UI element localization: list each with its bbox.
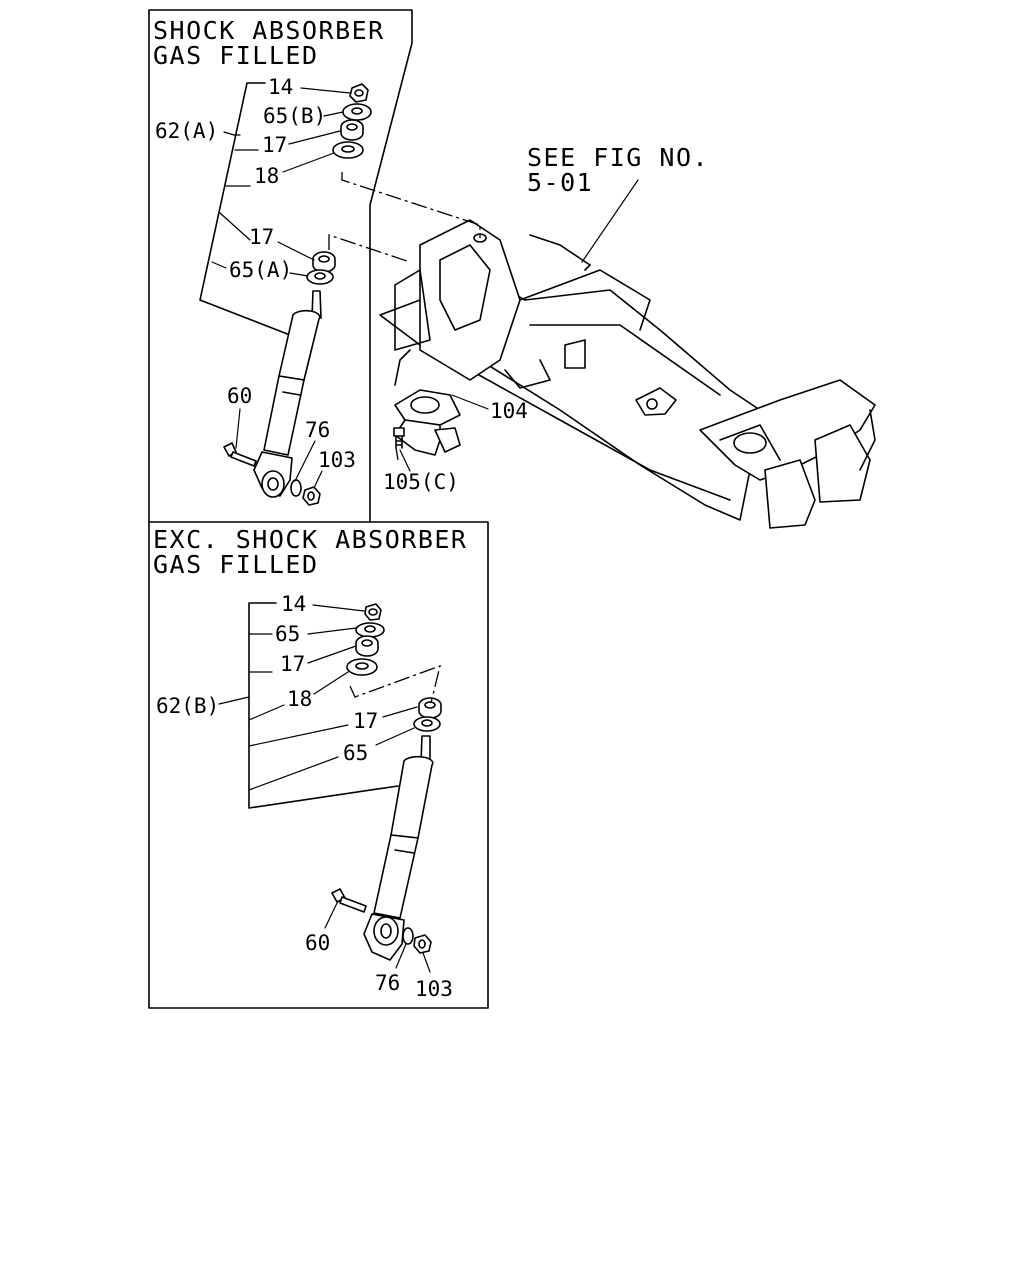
- label-gas-17-upper: 17: [262, 133, 287, 157]
- label-gas-60: 60: [227, 384, 252, 408]
- label-exc-65-lower: 65: [343, 741, 368, 765]
- label-gas-14: 14: [268, 75, 293, 99]
- panel-gas-filled-border: [148, 9, 413, 523]
- label-gas-18: 18: [254, 164, 279, 188]
- label-frame-105c: 105(C): [383, 470, 459, 494]
- reference-note-line1: SEE FIG NO.: [527, 143, 709, 172]
- gas-washer-76-icon: [290, 479, 302, 497]
- label-gas-65b: 65(B): [263, 104, 326, 128]
- panel-gas-title-line2: GAS FILLED: [153, 41, 319, 70]
- exc-washer-65-lower-icon: [413, 716, 441, 732]
- label-exc-14: 14: [281, 592, 306, 616]
- vehicle-frame-illustration: [328, 172, 876, 529]
- leader-104: [451, 394, 489, 410]
- exc-bolt-60-icon: [331, 888, 367, 913]
- reference-leader: [581, 179, 639, 263]
- exc-nut-103-icon: [413, 934, 432, 954]
- exc-nut-14-icon: [364, 603, 382, 621]
- label-gas-62a: 62(A): [155, 119, 218, 143]
- label-exc-17-upper: 17: [280, 652, 305, 676]
- gas-bushing-17-lower-icon: [312, 251, 336, 273]
- gas-bushing-17-upper-icon: [340, 119, 364, 141]
- label-exc-17-lower: 17: [353, 709, 378, 733]
- label-exc-62b: 62(B): [156, 694, 219, 718]
- gas-retainer-18-icon: [332, 141, 364, 159]
- label-gas-17-lower: 17: [249, 225, 274, 249]
- label-exc-76: 76: [375, 971, 400, 995]
- label-exc-60: 60: [305, 931, 330, 955]
- gas-shock-assembly: [199, 82, 372, 506]
- exc-retainer-18-icon: [346, 658, 378, 676]
- gas-nut-103-icon: [302, 486, 321, 506]
- gas-nut-14-icon: [349, 83, 369, 103]
- exc-shock-assembly: [218, 602, 442, 973]
- exc-washer-65-upper-icon: [355, 622, 385, 638]
- label-exc-18: 18: [287, 687, 312, 711]
- exc-shock-absorber-icon: [363, 735, 434, 961]
- panel-exc-title-line1: EXC. SHOCK ABSORBER: [153, 525, 467, 554]
- panel-exc-gas-filled-border: [148, 521, 489, 1009]
- label-frame-104: 104: [490, 399, 528, 423]
- label-exc-103: 103: [415, 977, 453, 1001]
- gas-bolt-60-icon: [223, 442, 257, 467]
- exc-bushing-17-upper-icon: [355, 635, 379, 657]
- exc-bushing-17-lower-icon: [418, 697, 442, 719]
- gas-washer-65a-icon: [306, 269, 334, 285]
- panel-gas-title-line1: SHOCK ABSORBER: [153, 16, 385, 45]
- label-gas-76: 76: [305, 418, 330, 442]
- leader-105c: [399, 449, 411, 472]
- label-gas-65a: 65(A): [229, 258, 292, 282]
- exc-washer-76-icon: [402, 927, 414, 945]
- gas-washer-65b-icon: [342, 103, 372, 121]
- panel-exc-title-line2: GAS FILLED: [153, 550, 319, 579]
- reference-note-line2: 5-01: [527, 168, 593, 197]
- label-gas-103: 103: [318, 448, 356, 472]
- gas-shock-absorber-icon: [253, 290, 322, 498]
- label-exc-65-upper: 65: [275, 622, 300, 646]
